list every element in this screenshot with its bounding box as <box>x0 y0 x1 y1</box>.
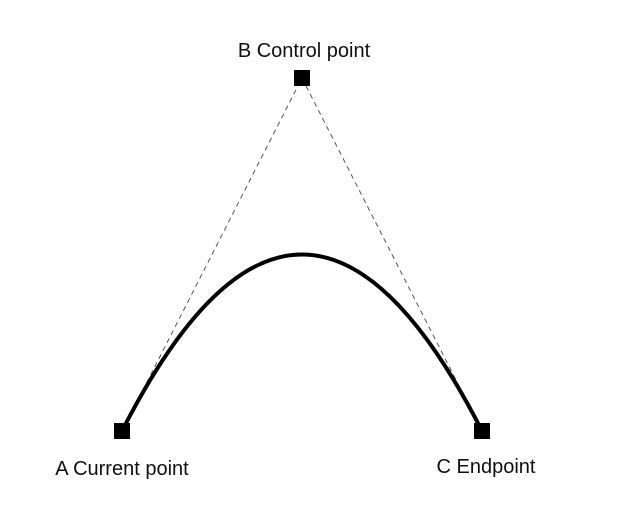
guide-line-b-to-c <box>301 77 483 432</box>
endpoint-marker <box>474 423 490 439</box>
current-point-marker <box>114 423 130 439</box>
bezier-curve <box>120 252 484 433</box>
control-point-marker <box>294 70 310 86</box>
guide-line-a-to-b <box>121 77 303 432</box>
endpoint-label: C Endpoint <box>437 456 536 478</box>
control-point-label: B Control point <box>238 40 371 62</box>
current-point-label: A Current point <box>55 458 189 480</box>
